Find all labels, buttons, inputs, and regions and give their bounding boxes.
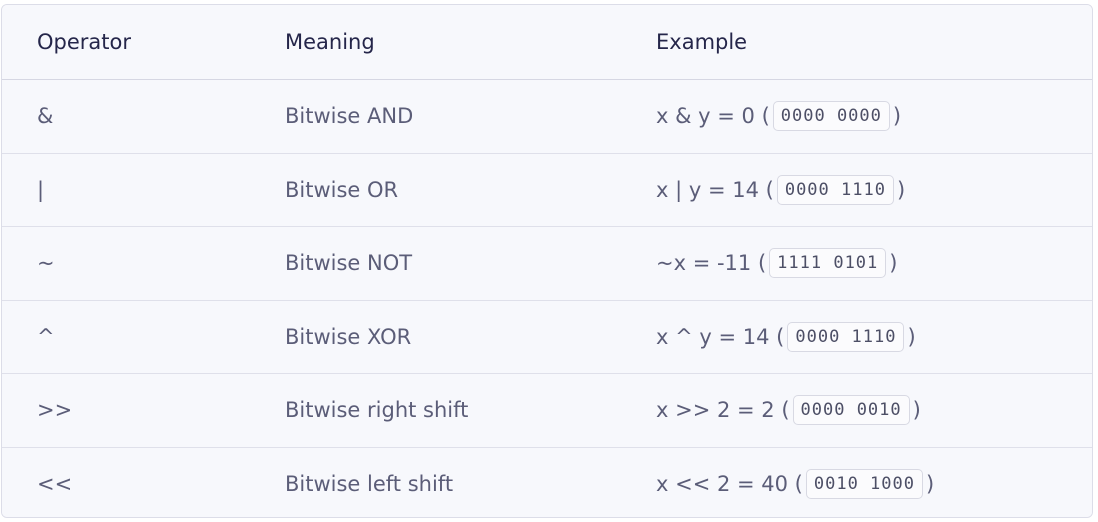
binary-code: 0000 0010	[792, 395, 910, 426]
binary-code: 0000 1110	[776, 174, 894, 205]
example-cell: ~x = -11 (1111 0101)	[656, 227, 897, 300]
example-cell: x << 2 = 40 (0010 1000)	[656, 448, 934, 518]
example-expression: x & y = 0	[656, 104, 755, 129]
operator-cell: |	[37, 177, 45, 202]
meaning-cell: Bitwise AND	[285, 104, 414, 129]
example-expression: x | y = 14	[656, 177, 759, 202]
meaning-cell: Bitwise OR	[285, 177, 399, 202]
meaning-cell: Bitwise NOT	[285, 251, 413, 276]
binary-code: 0010 1000	[805, 469, 923, 500]
table-row: ~ Bitwise NOT ~x = -11 (1111 0101)	[2, 227, 1092, 301]
example-expression: x ^ y = 14	[656, 324, 770, 349]
example-cell: x & y = 0 (0000 0000)	[656, 80, 901, 153]
binary-code: 1111 0101	[769, 248, 887, 279]
operator-cell: ~	[37, 251, 55, 276]
bitwise-operators-table: Operator Meaning Example & Bitwise AND x…	[1, 4, 1093, 518]
header-meaning: Meaning	[285, 30, 375, 54]
meaning-cell: Bitwise left shift	[285, 472, 454, 497]
operator-cell: &	[37, 104, 54, 129]
operator-cell: ^	[37, 324, 55, 349]
example-expression: ~x = -11	[656, 251, 752, 276]
meaning-cell: Bitwise right shift	[285, 398, 469, 423]
operator-cell: <<	[37, 472, 73, 497]
operator-cell: >>	[37, 398, 73, 423]
table-row: >> Bitwise right shift x >> 2 = 2 (0000 …	[2, 374, 1092, 448]
header-operator: Operator	[37, 30, 131, 54]
example-cell: x ^ y = 14 (0000 1110)	[656, 301, 916, 374]
example-cell: x >> 2 = 2 (0000 0010)	[656, 374, 921, 447]
example-expression: x >> 2 = 2	[656, 398, 775, 423]
binary-code: 0000 1110	[787, 321, 905, 352]
table-header-row: Operator Meaning Example	[2, 5, 1092, 80]
table-row: ^ Bitwise XOR x ^ y = 14 (0000 1110)	[2, 300, 1092, 374]
header-example: Example	[656, 30, 748, 54]
example-expression: x << 2 = 40	[656, 472, 788, 497]
example-cell: x | y = 14 (0000 1110)	[656, 154, 905, 227]
meaning-cell: Bitwise XOR	[285, 324, 412, 349]
table-row: << Bitwise left shift x << 2 = 40 (0010 …	[2, 447, 1092, 518]
binary-code: 0000 0000	[772, 101, 890, 132]
table-row: | Bitwise OR x | y = 14 (0000 1110)	[2, 153, 1092, 227]
table-row: & Bitwise AND x & y = 0 (0000 0000)	[2, 80, 1092, 154]
